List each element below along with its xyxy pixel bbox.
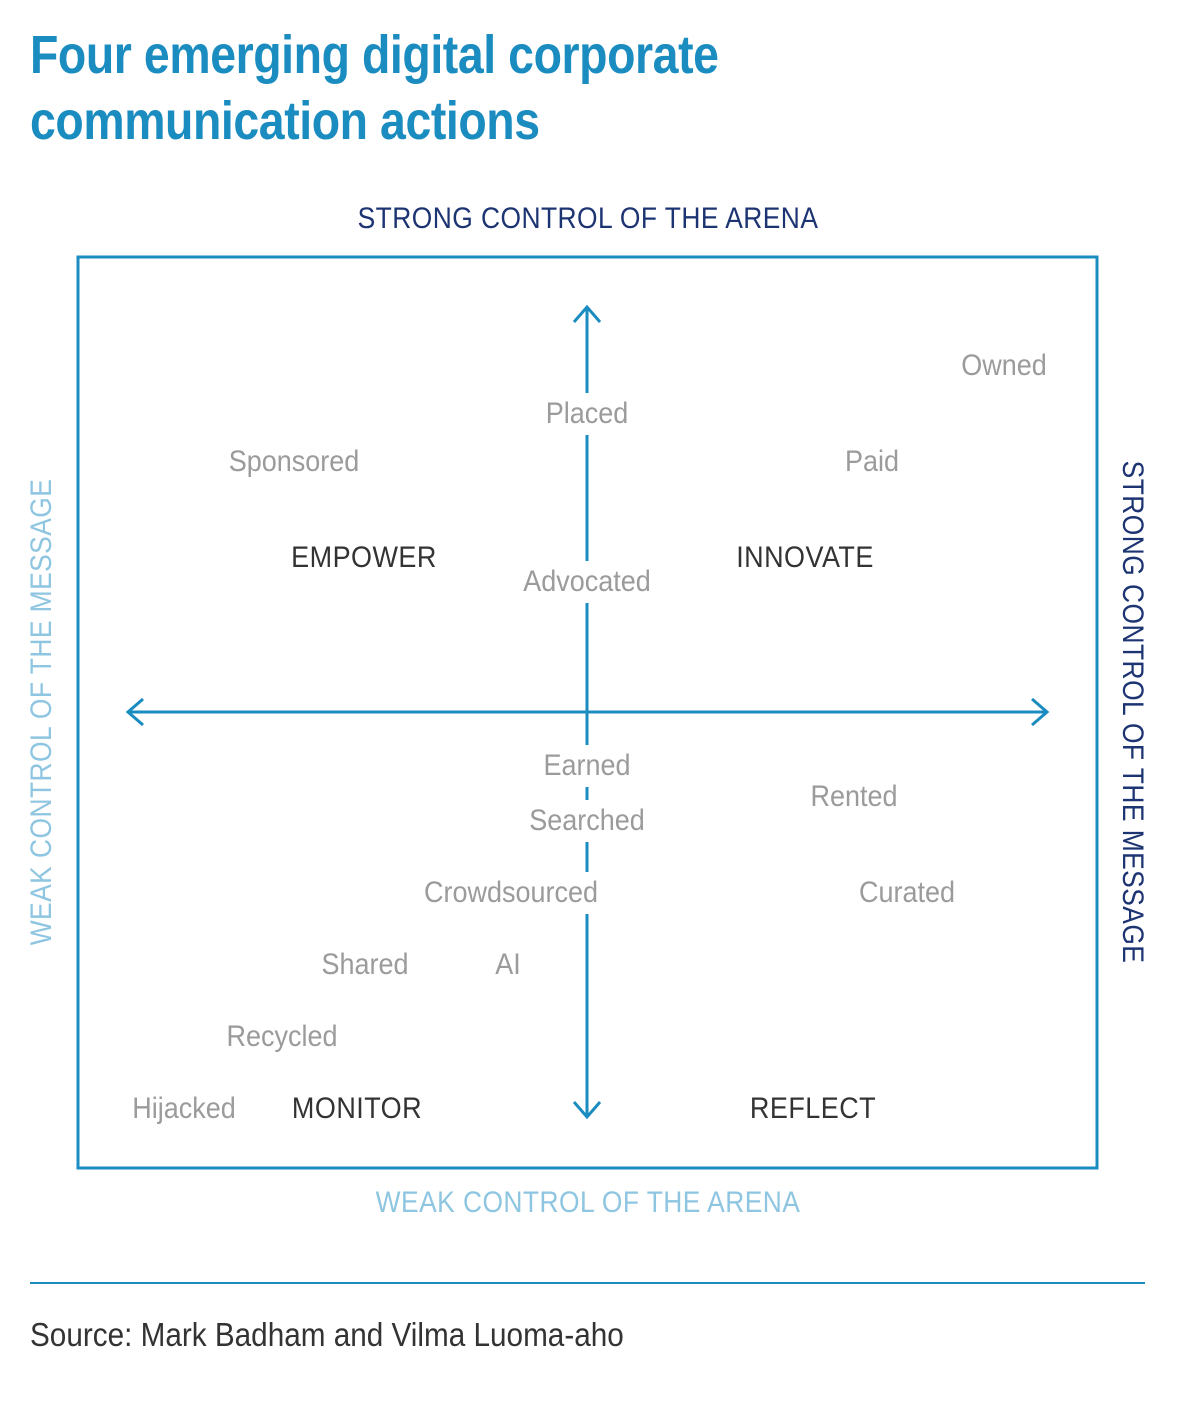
term-searched: Searched	[523, 800, 651, 842]
term-shared: Shared	[316, 944, 414, 986]
quadrant-monitor: MONITOR	[291, 1092, 423, 1125]
page-title: Four emerging digital corporate communic…	[30, 22, 890, 154]
footer-divider	[30, 1282, 1145, 1284]
term-sponsored: Sponsored	[223, 441, 365, 483]
term-advocated: Advocated	[517, 561, 657, 603]
title-line-1: Four emerging digital corporate	[30, 25, 719, 85]
term-earned: Earned	[538, 745, 636, 787]
term-rented: Rented	[805, 776, 903, 818]
arrow-right-icon	[1031, 697, 1050, 727]
term-crowdsourced: Crowdsourced	[418, 872, 604, 914]
arrow-left-icon	[125, 697, 144, 727]
source-credit: Source: Mark Badham and Vilma Luoma-aho	[30, 1316, 624, 1353]
term-recycled: Recycled	[221, 1016, 343, 1058]
quadrant-reflect: REFLECT	[749, 1092, 877, 1125]
axis-label-bottom: WEAK CONTROL OF THE ARENA	[375, 1186, 801, 1219]
term-curated: Curated	[853, 872, 961, 914]
term-ai: AI	[489, 944, 527, 986]
arrow-down-icon	[572, 1101, 602, 1120]
quadrant-empower: EMPOWER	[291, 541, 437, 574]
term-owned: Owned	[955, 345, 1053, 387]
quadrant-innovate: INNOVATE	[736, 541, 874, 574]
arrow-up-icon	[572, 304, 602, 323]
axis-label-top: STRONG CONTROL OF THE ARENA	[357, 202, 819, 235]
diagram-frame	[76, 255, 1099, 1170]
term-placed: Placed	[540, 393, 634, 435]
term-paid: Paid	[839, 441, 905, 483]
title-line-2: communication actions	[30, 91, 540, 151]
term-hijacked: Hijacked	[126, 1088, 242, 1130]
